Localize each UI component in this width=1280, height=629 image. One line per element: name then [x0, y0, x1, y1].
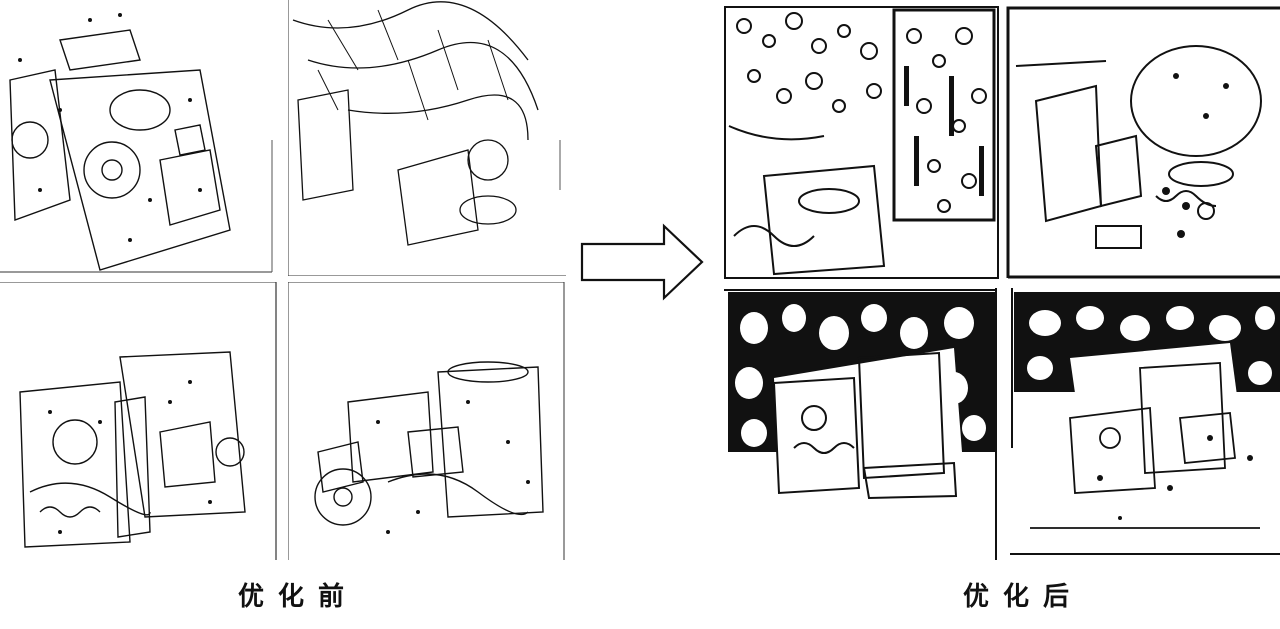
- before-caption: 优化前: [238, 582, 359, 612]
- before-panel-3-sketch: [0, 282, 277, 560]
- after-panel-1: [724, 6, 1000, 280]
- before-panel-4: [288, 282, 566, 560]
- before-panel-1-sketch: [0, 13, 273, 273]
- before-panel-2: [288, 0, 566, 276]
- after-panel-3-sketch: [724, 288, 997, 560]
- before-panel-1: [0, 0, 276, 276]
- after-panel-4-sketch: [1010, 288, 1280, 555]
- after-panel-3: [724, 288, 1000, 560]
- right-arrow-icon: [580, 223, 704, 301]
- before-panel-2-sketch: [288, 0, 566, 276]
- before-panel-4-sketch: [288, 282, 565, 560]
- before-panel-3: [0, 282, 280, 560]
- after-panel-2-sketch: [1006, 6, 1280, 279]
- after-panel-2: [1006, 6, 1280, 280]
- after-panel-4: [1010, 288, 1280, 558]
- after-caption: 优化后: [963, 582, 1084, 612]
- after-panel-1-sketch: [724, 6, 999, 279]
